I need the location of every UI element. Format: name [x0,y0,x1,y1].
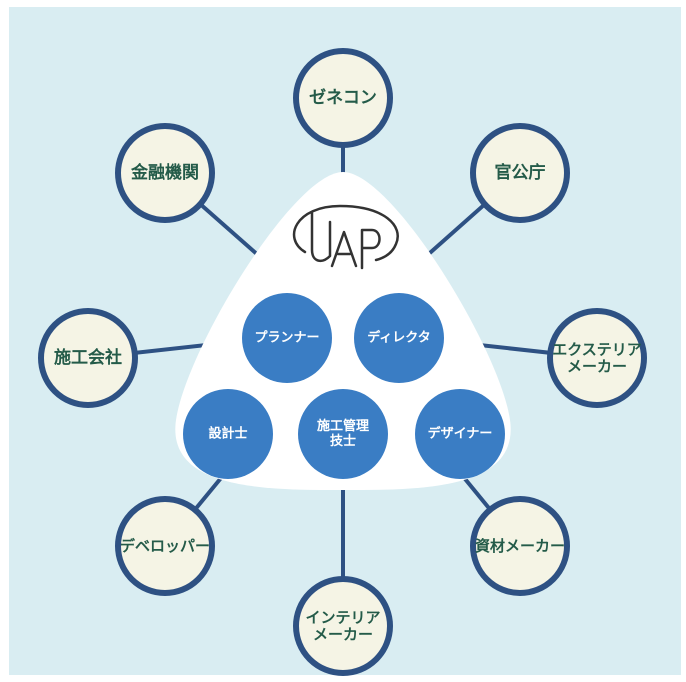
inner_nodes.0-label: プランナー [254,331,319,346]
node-construction-company-circle [38,308,138,408]
outer_nodes.1-label: 官公庁 [495,162,546,183]
outer_nodes.4-label: メーカー [313,625,373,643]
role-architect: 設計士 [183,389,273,479]
inner_nodes.2-label: 設計士 [208,426,247,442]
role-designer: デザイナー [415,389,505,479]
node-exterior-maker-circle [547,308,647,408]
outer_nodes.2-label: エクステリア [552,341,642,359]
role-designer-circle [415,389,505,479]
outer-nodes: ゼネコン官公庁エクステリアメーカー資材メーカーインテリアメーカーデベロッパー施工… [38,48,647,676]
node-general-contractor: ゼネコン [293,48,393,148]
uap-logo-icon [293,204,399,270]
role-planner: プランナー [242,293,332,383]
role-construction-manager-circle [298,389,388,479]
node-financial-institution: 金融機関 [115,123,215,223]
inner_nodes.3-label: 技士 [330,433,356,449]
node-construction-company: 施工会社 [38,308,138,408]
node-materials-maker: 資材メーカー [470,496,570,596]
outer_nodes.2-label: メーカー [567,357,627,375]
outer_nodes.4-label: インテリア [305,609,380,627]
outer_nodes.0-label: ゼネコン [309,87,377,108]
node-government: 官公庁 [470,123,570,223]
role-planner-circle [242,293,332,383]
node-developer: デベロッパー [115,496,215,596]
node-financial-institution-circle [115,123,215,223]
outer_nodes.5-label: デベロッパー [120,537,210,555]
outer_nodes.6-label: 施工会社 [54,347,122,368]
node-general-contractor-circle [293,48,393,148]
outer_nodes.7-label: 金融機関 [130,162,199,183]
role-architect-circle [183,389,273,479]
outer_nodes.3-label: 資材メーカー [475,537,565,555]
inner_nodes.1-label: ディレクタ [367,330,431,346]
inner_nodes.3-label: 施工管理 [317,418,369,434]
role-director: ディレクタ [354,293,444,383]
role-director-circle [354,293,444,383]
node-interior-maker-circle [293,576,393,676]
node-materials-maker-circle [470,496,570,596]
node-developer-circle [115,496,215,596]
node-government-circle [470,123,570,223]
inner_nodes.4-label: デザイナー [428,426,493,442]
